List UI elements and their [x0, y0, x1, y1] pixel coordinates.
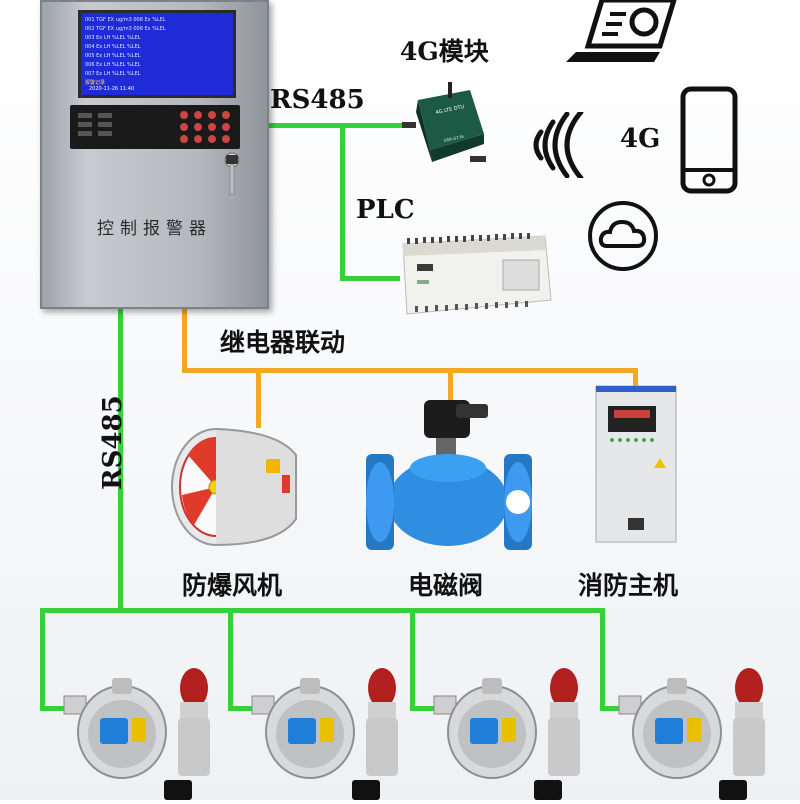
- dtu-4g-module: 4G LTE DTU USR-G776: [402, 82, 486, 162]
- keypad-button[interactable]: [180, 123, 188, 131]
- plc-wire-horizontal: [340, 276, 400, 281]
- solenoid-valve: [366, 400, 532, 550]
- gas-detector-icon: [618, 668, 765, 800]
- screen-row: 007 Ex LH %LEL %LEL: [85, 71, 141, 77]
- controller-title: 控制报警器: [97, 219, 212, 239]
- keypad-button[interactable]: [222, 111, 230, 119]
- keypad-button[interactable]: [208, 111, 216, 119]
- keypad: [70, 105, 240, 149]
- relay-wire-down: [182, 305, 187, 373]
- rs485-wire-down: [118, 305, 123, 613]
- plc-wire-vertical: [340, 123, 345, 281]
- bus-drop-1b: [40, 706, 70, 711]
- keypad-button[interactable]: [180, 111, 188, 119]
- laptop-icon: [566, 0, 677, 62]
- keypad-button[interactable]: [208, 135, 216, 143]
- wifi-signal-icon: [533, 112, 584, 178]
- valve-label: 电磁阀: [408, 571, 484, 600]
- bus-drop-2: [228, 608, 233, 711]
- keypad-button[interactable]: [194, 135, 202, 143]
- rs485-side-label: RS485: [98, 395, 128, 490]
- relay-label: 继电器联动: [220, 328, 346, 357]
- bus-drop-3b: [410, 706, 440, 711]
- screen-date: 2020-11-26 11:40: [89, 86, 135, 92]
- explosion-proof-fan: [171, 428, 297, 546]
- screen-row: 006 Ex LH %LEL %LEL: [85, 62, 141, 68]
- relay-wire-horizontal: [182, 368, 638, 373]
- screen-row: 004 Ex LH %LEL %LEL: [85, 44, 141, 50]
- key-lock-icon: [224, 152, 240, 195]
- gas-detector-icon: [63, 668, 210, 800]
- plc-label: PLC: [356, 195, 415, 225]
- net-4g-label: 4G: [620, 124, 661, 154]
- screen-footer: 报警记录: [85, 80, 106, 86]
- cloud-icon: [588, 201, 658, 271]
- dtu-model-text: USR-G776: [443, 134, 464, 143]
- screen-row: 005 Ex LH %LEL %LEL: [85, 53, 141, 59]
- bus-drop-4: [600, 608, 605, 711]
- relay-drop-valve: [448, 368, 453, 404]
- gas-detector-icon: [251, 668, 398, 800]
- relay-drop-fan: [256, 368, 261, 428]
- keypad-button[interactable]: [222, 135, 230, 143]
- gas-detector-1: [60, 668, 230, 800]
- gas-detector-2: [248, 668, 418, 800]
- relay-drop-firehost: [633, 368, 638, 386]
- bus-wire-horizontal: [40, 608, 605, 613]
- dtu-brand-text: 4G LTE DTU: [435, 104, 465, 116]
- controller-cabinet: 001 TGF EX ug/m3 008 Ex %LEL 002 TGF EX …: [40, 0, 269, 309]
- fire-control-host: [595, 385, 677, 543]
- module-4g-label: 4G模块: [400, 37, 489, 66]
- bus-drop-1: [40, 608, 45, 711]
- keypad-button[interactable]: [222, 123, 230, 131]
- bus-drop-4b: [600, 706, 622, 711]
- phone-icon: [680, 86, 738, 194]
- gas-detector-3: [430, 668, 600, 800]
- screen-row: 002 TGF EX ug/m3 008 Ex %LEL: [85, 26, 166, 32]
- bus-drop-2b: [228, 706, 258, 711]
- rs485-top-label: RS485: [270, 85, 365, 115]
- keypad-button[interactable]: [194, 123, 202, 131]
- keypad-button[interactable]: [180, 135, 188, 143]
- keypad-button[interactable]: [194, 111, 202, 119]
- fire-host-label: 消防主机: [578, 571, 679, 600]
- keypad-button[interactable]: [208, 123, 216, 131]
- screen-row: 003 Ex LH %LEL %LEL: [85, 35, 141, 41]
- fan-label: 防爆风机: [182, 571, 283, 600]
- screen-row: 001 TGF EX ug/m3 008 Ex %LEL: [85, 17, 166, 23]
- bus-drop-3: [410, 608, 415, 711]
- gas-detector-icon: [433, 668, 580, 800]
- controller-screen: 001 TGF EX ug/m3 008 Ex %LEL 002 TGF EX …: [78, 10, 236, 98]
- plc-controller: [402, 233, 552, 315]
- gas-detector-4: [615, 668, 785, 800]
